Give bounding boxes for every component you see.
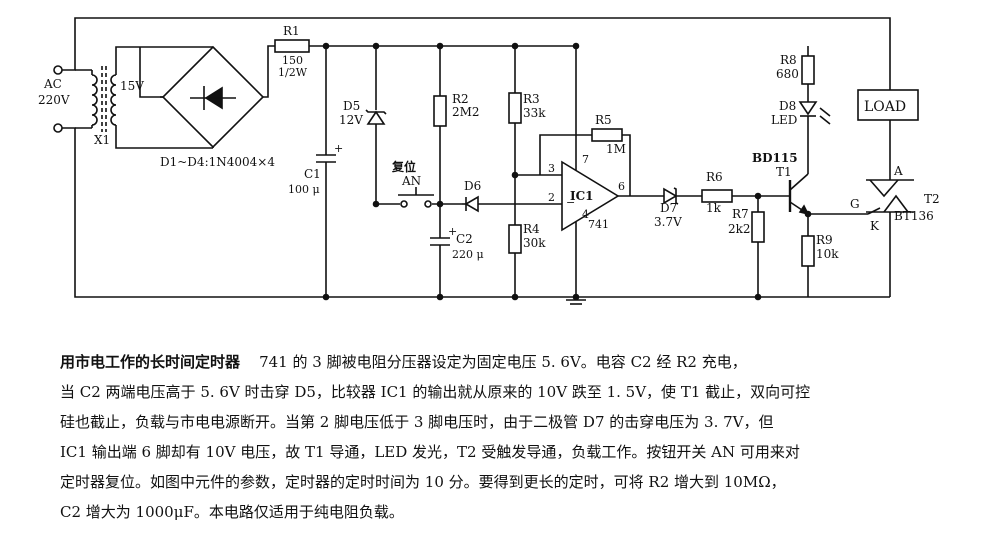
transistor-t1: BD115 T1 bbox=[752, 151, 810, 216]
ac-terminal-bottom bbox=[53, 123, 63, 133]
ac-terminal-top bbox=[53, 65, 63, 75]
pin4-label: 4 bbox=[582, 208, 589, 221]
resistor-r1: R1 150 1/2W bbox=[274, 24, 326, 79]
junction-dots bbox=[322, 42, 812, 301]
caption: 用市电工作的长时间定时器 741 的 3 脚被电阻分压器设定为固定电压 5. 6… bbox=[60, 347, 960, 527]
ic1-type: 741 bbox=[588, 218, 609, 231]
reset-label: 复位 bbox=[391, 159, 416, 174]
an-label: AN bbox=[401, 174, 421, 188]
c2-label: C2 bbox=[456, 232, 473, 246]
c1-plus: + bbox=[334, 142, 343, 155]
r6-label: R6 bbox=[706, 170, 723, 184]
t2-gate-label: G bbox=[850, 197, 860, 211]
r7-label: R7 bbox=[732, 207, 749, 221]
r1-power: 1/2W bbox=[278, 66, 308, 79]
capacitor-c2: + C2 220 μ bbox=[430, 225, 484, 297]
ac-label: AC bbox=[43, 77, 62, 91]
d5-label: D5 bbox=[343, 99, 360, 113]
r4-label: R4 bbox=[523, 222, 540, 236]
reset-button-an: 复位 AN bbox=[376, 159, 462, 208]
opamp-minus: − bbox=[566, 196, 575, 209]
r1-label: R1 bbox=[283, 24, 300, 38]
transformer-x1: 15V X1 bbox=[75, 46, 213, 149]
pin2-label: 2 bbox=[548, 191, 555, 204]
ac-terminals: AC 220V bbox=[38, 65, 70, 133]
t2-type: BT136 bbox=[894, 209, 934, 223]
pin7-label: 7 bbox=[582, 153, 589, 166]
divider-r3-r4: R3 33k R4 30k bbox=[508, 46, 546, 297]
caption-title: 用市电工作的长时间定时器 bbox=[60, 353, 241, 371]
diode-d6: D6 bbox=[464, 179, 515, 213]
r1-value: 150 bbox=[282, 54, 303, 67]
c2-value: 220 μ bbox=[452, 248, 484, 261]
caption-line-4: IC1 输出端 6 脚却有 10V 电压，故 T1 导通，LED 发光，T2 受… bbox=[60, 443, 800, 461]
t2-anode-label: A bbox=[893, 164, 903, 178]
triac-t2: A G K T2 BT136 bbox=[850, 164, 940, 297]
r2-label: R2 bbox=[452, 92, 469, 106]
caption-line-1: 用市电工作的长时间定时器 741 的 3 脚被电阻分压器设定为固定电压 5. 6… bbox=[60, 347, 960, 377]
d7-value: 3.7V bbox=[654, 215, 682, 229]
pin6-label: 6 bbox=[618, 180, 625, 193]
resistor-r9: R9 10k bbox=[801, 214, 839, 297]
c1-label: C1 bbox=[304, 167, 321, 181]
r4-value: 30k bbox=[523, 236, 546, 250]
pin3-label: 3 bbox=[548, 162, 555, 175]
r5-label: R5 bbox=[595, 113, 612, 127]
r3-label: R3 bbox=[523, 92, 540, 106]
r9-label: R9 bbox=[816, 233, 833, 247]
d5-value: 12V bbox=[339, 113, 363, 127]
caption-line-5: 定时器复位。如图中元件的参数，定时器的定时时间为 10 分。要得到更长的定时，可… bbox=[60, 473, 786, 491]
load-box: LOAD bbox=[857, 89, 919, 180]
resistor-r6: R6 1k bbox=[701, 170, 790, 215]
zener-d5: D5 12V bbox=[339, 46, 387, 204]
r8-value: 680 bbox=[776, 67, 799, 81]
rectifier-label: D1~D4:1N4004×4 bbox=[160, 155, 275, 169]
r6-value: 1k bbox=[706, 201, 722, 215]
c1-value: 100 μ bbox=[288, 183, 320, 196]
circuit-schematic: AC 220V 15V X1 D1~D4:1N4004×4 R1 150 bbox=[38, 17, 940, 305]
led-d8: D8 LED bbox=[771, 99, 831, 174]
capacitor-c1: + C1 100 μ bbox=[288, 46, 343, 297]
transformer-secondary-label: 15V bbox=[120, 79, 144, 93]
load-label: LOAD bbox=[864, 99, 906, 115]
ic1-label: IC1 bbox=[570, 189, 594, 203]
d7-label: D7 bbox=[660, 201, 677, 215]
t1-type: BD115 bbox=[752, 151, 798, 165]
opamp-ic1: IC1 741 7 3 2 6 4 − bbox=[515, 46, 625, 297]
r5-value: 1M bbox=[606, 142, 626, 156]
caption-line-2: 当 C2 两端电压高于 5. 6V 时击穿 D5，比较器 IC1 的输出就从原来… bbox=[60, 383, 811, 401]
t2-cathode-label: K bbox=[870, 219, 880, 233]
t1-label: T1 bbox=[776, 165, 792, 179]
c2-plus: + bbox=[448, 225, 457, 238]
r7-value: 2k2 bbox=[728, 222, 751, 236]
ac-voltage-label: 220V bbox=[38, 93, 70, 107]
transformer-label: X1 bbox=[94, 133, 110, 147]
bridge-rectifier: D1~D4:1N4004×4 bbox=[139, 45, 275, 169]
r8-label: R8 bbox=[780, 53, 797, 67]
resistor-r2: R2 2M2 bbox=[433, 46, 480, 238]
led-label: LED bbox=[771, 113, 797, 127]
r3-value: 33k bbox=[523, 106, 546, 120]
d8-label: D8 bbox=[779, 99, 796, 113]
r9-value: 10k bbox=[816, 247, 839, 261]
resistor-r8: R8 680 bbox=[776, 53, 815, 102]
t2-label: T2 bbox=[924, 192, 940, 206]
caption-line-3: 硅也截止，负载与市电电源断开。当第 2 脚电压低于 3 脚电压时，由于二极管 D… bbox=[60, 413, 774, 431]
caption-text-1: 741 的 3 脚被电阻分压器设定为固定电压 5. 6V。电容 C2 经 R2 … bbox=[259, 353, 747, 371]
caption-line-6: C2 增大为 1000μF。本电路仅适用于纯电阻负载。 bbox=[60, 503, 404, 521]
d6-label: D6 bbox=[464, 179, 481, 193]
resistor-r7: R7 2k2 bbox=[728, 196, 765, 297]
zener-d7: D7 3.7V bbox=[654, 187, 702, 229]
resistor-r5: R5 1M bbox=[539, 113, 631, 196]
r2-value: 2M2 bbox=[452, 105, 480, 119]
